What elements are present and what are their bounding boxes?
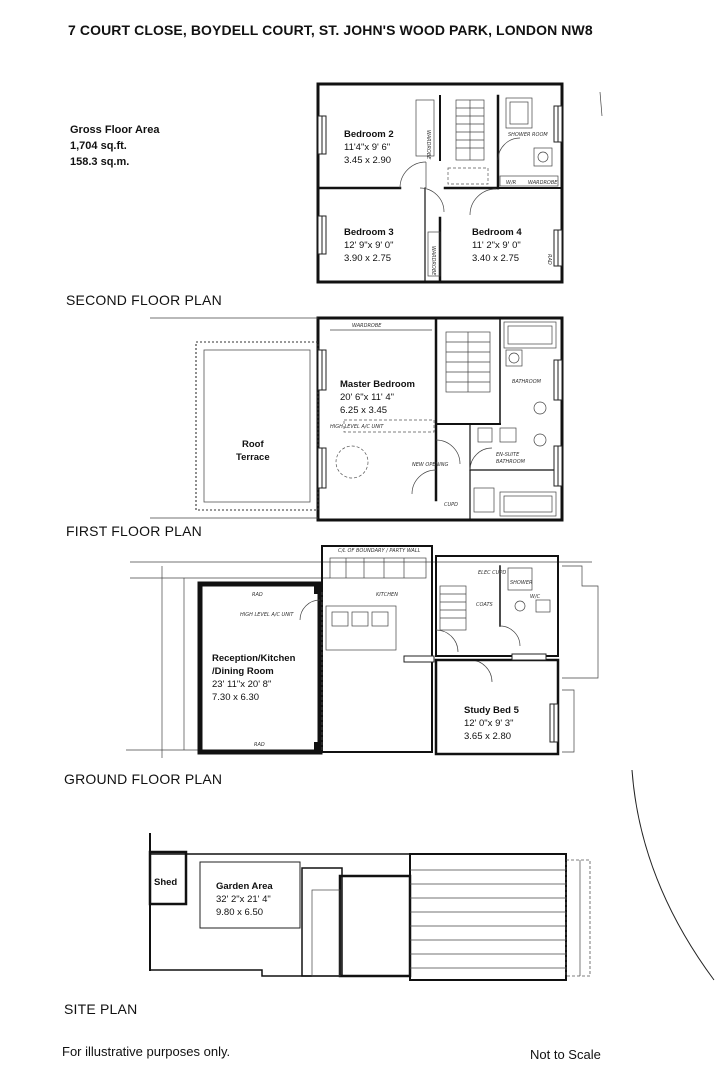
room-name-line2: /Dining Room [212, 666, 274, 677]
plan-annotation: HIGH LEVEL A/C UNIT [240, 612, 294, 618]
room-name: Bedroom 2 [344, 129, 394, 140]
disclaimer-text: For illustrative purposes only. [62, 1044, 231, 1059]
room-metric: 6.25 x 3.45 [340, 405, 388, 416]
gross-floor-area-sqft: 1,704 sq.ft. [70, 140, 127, 152]
garden-metric: 9.80 x 6.50 [216, 907, 264, 918]
plan-annotation: WARDROBE [352, 323, 382, 329]
room-bedroom-3: Bedroom 3 12' 9"x 9' 0" 3.90 x 2.75 [344, 226, 394, 265]
gross-floor-area: Gross Floor Area 1,704 sq.ft. 158.3 sq.m… [70, 122, 159, 170]
first-floor-plan: WARDROBE BATHROOM EN-SUITE BATHROOM HIGH… [150, 316, 564, 522]
room-study-bed-5: Study Bed 5 12' 0"x 9' 3" 3.65 x 2.80 [464, 704, 519, 743]
room-imperial: 20' 6"x 11' 4" [340, 392, 395, 403]
plan-annotation: C/L OF BOUNDARY / PARTY WALL [338, 548, 421, 554]
site-plan [148, 769, 715, 981]
plan-annotation: RAD [252, 592, 263, 598]
room-metric: 3.45 x 2.90 [344, 155, 392, 166]
plan-annotation: W/C [530, 594, 541, 600]
plan-annotation: WARDROBE [430, 246, 436, 276]
first-floor-plan-label: FIRST FLOOR PLAN [66, 523, 202, 539]
room-name: Roof [242, 439, 264, 450]
plan-annotation: HIGH LEVEL A/C UNIT [330, 424, 384, 430]
room-metric: 3.65 x 2.80 [464, 731, 512, 742]
room-roof-terrace: Roof Terrace [236, 438, 270, 464]
room-bedroom-2: Bedroom 2 11'4"x 9' 6" 3.45 x 2.90 [344, 128, 394, 167]
plan-annotation: BATHROOM [496, 459, 526, 465]
room-metric: 3.40 x 2.75 [472, 253, 520, 264]
ground-floor-plan: C/L OF BOUNDARY / PARTY WALL KITCHEN ELE… [126, 545, 599, 758]
garden-name: Garden Area [216, 881, 273, 892]
plan-annotation: RAD [254, 742, 265, 748]
plan-annotation: EN-SUITE [496, 452, 520, 458]
property-address-title: 7 COURT CLOSE, BOYDELL COURT, ST. JOHN'S… [68, 22, 593, 38]
ground-floor-plan-label: GROUND FLOOR PLAN [64, 771, 223, 787]
plan-annotation: NEW OPENING [412, 462, 448, 468]
room-name-line2: Terrace [236, 452, 270, 463]
plan-annotation: SHOWER [510, 580, 532, 586]
second-floor-plan-label: SECOND FLOOR PLAN [66, 292, 222, 308]
plan-annotation: RAD [546, 254, 552, 265]
plan-annotation: KITCHEN [376, 592, 398, 598]
plan-annotation: WARDROBE [528, 180, 558, 186]
room-name: Study Bed 5 [464, 705, 519, 716]
room-metric: 7.30 x 6.30 [212, 692, 260, 703]
garden-area: Garden Area 32' 2"x 21' 4" 9.80 x 6.50 [216, 880, 273, 919]
plan-annotation: ELEC CUPD [478, 570, 506, 576]
room-metric: 3.90 x 2.75 [344, 253, 392, 264]
plan-annotation: BATHROOM [512, 379, 542, 385]
second-floor-plan: WARDROBE SHOWER ROOM W/R WARDROBE WARDRO… [316, 82, 603, 284]
room-name: Bedroom 4 [472, 227, 522, 238]
room-imperial: 11'4"x 9' 6" [344, 142, 391, 153]
plan-annotation: SHOWER ROOM [508, 132, 548, 138]
room-imperial: 23' 11"x 20' 8" [212, 679, 272, 690]
site-plan-label: SITE PLAN [64, 1001, 138, 1017]
room-reception-kitchen-dining: Reception/Kitchen /Dining Room 23' 11"x … [212, 652, 295, 704]
room-imperial: 11' 2"x 9' 0" [472, 240, 521, 251]
scale-note: Not to Scale [530, 1047, 601, 1062]
room-name: Reception/Kitchen [212, 653, 296, 664]
shed-label: Shed [154, 877, 178, 888]
room-name: Bedroom 3 [344, 227, 394, 238]
garden-imperial: 32' 2"x 21' 4" [216, 894, 271, 905]
room-bedroom-4: Bedroom 4 11' 2"x 9' 0" 3.40 x 2.75 [472, 226, 522, 265]
room-name: Master Bedroom [340, 379, 415, 390]
gross-floor-area-label: Gross Floor Area [70, 124, 160, 136]
room-master-bedroom: Master Bedroom 20' 6"x 11' 4" 6.25 x 3.4… [340, 378, 415, 417]
room-imperial: 12' 9"x 9' 0" [344, 240, 394, 251]
plan-annotation: W/R [506, 180, 516, 186]
plan-annotation: COATS [476, 602, 494, 608]
plan-annotation: CUPD [444, 502, 458, 508]
gross-floor-area-sqm: 158.3 sq.m. [70, 156, 130, 168]
room-imperial: 12' 0"x 9' 3" [464, 718, 514, 729]
plan-annotation: WARDROBE [425, 130, 431, 160]
